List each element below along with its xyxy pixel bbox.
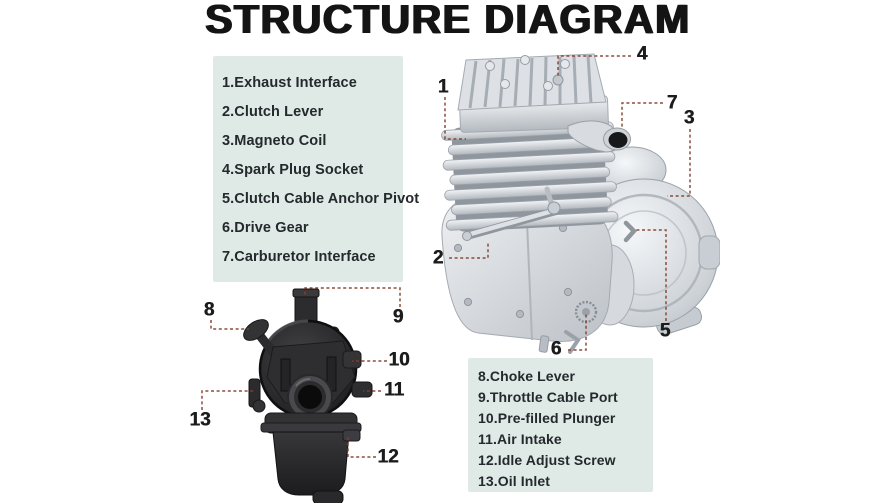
callout-number-13: 13 [189, 409, 211, 431]
legend-item-magneto-coil: 3.Magneto Coil [222, 133, 327, 149]
float-bowl [260, 412, 362, 503]
legend-item-carburetor-interface: 7.Carburetor Interface [222, 249, 376, 265]
legend-item-drive-gear: 6.Drive Gear [222, 220, 309, 236]
callout-number-12: 12 [377, 446, 399, 468]
callout-number-7: 7 [666, 92, 678, 114]
legend-item-idle-adjust-screw: 12.Idle Adjust Screw [478, 452, 616, 468]
callout-number-5: 5 [659, 320, 671, 342]
drive-gear [574, 300, 598, 324]
mid-block [266, 340, 356, 404]
spark-plug-socket [552, 74, 564, 86]
legend-item-clutch-cable-anchor-pivot: 5.Clutch Cable Anchor Pivot [222, 191, 420, 207]
callout-number-4: 4 [636, 43, 648, 65]
engine-parts-legend: 1.Exhaust Interface 2.Clutch Lever 3.Mag… [213, 56, 420, 282]
legend-item-spark-plug-socket: 4.Spark Plug Socket [222, 162, 364, 178]
callout-number-9: 9 [392, 306, 404, 328]
callout-number-6: 6 [550, 338, 562, 360]
callout-number-8: 8 [203, 299, 215, 321]
legend-item-choke-lever: 8.Choke Lever [478, 368, 576, 384]
legend-item-pre-filled-plunger: 10.Pre-filled Plunger [478, 410, 616, 426]
pre-filled-plunger [342, 350, 362, 369]
legend-item-clutch-lever: 2.Clutch Lever [222, 104, 324, 120]
carburetor-illustration [243, 288, 373, 503]
callout-number-10: 10 [388, 349, 410, 371]
carburetor-interface-port [567, 120, 631, 153]
idle-adjust-screw [342, 429, 361, 442]
page-title: STRUCTURE DIAGRAM [205, 0, 691, 42]
legend-item-oil-inlet: 13.Oil Inlet [478, 473, 550, 489]
port-opening [608, 132, 628, 148]
engine-illustration [441, 53, 720, 354]
air-intake-bore [287, 374, 333, 420]
legend-item-exhaust-interface: 1.Exhaust Interface [222, 75, 357, 91]
legend-item-throttle-cable-port: 9.Throttle Cable Port [478, 389, 618, 405]
callout-number-11: 11 [383, 379, 405, 401]
cylinder-fins [441, 120, 619, 232]
carburetor-parts-legend: 8.Choke Lever 9.Throttle Cable Port 10.P… [468, 358, 653, 492]
air-intake-flange [351, 381, 373, 398]
legend-item-air-intake: 11.Air Intake [478, 431, 562, 447]
callout-number-1: 1 [437, 76, 449, 98]
callout-number-3: 3 [683, 107, 695, 129]
clutch-lever-rod [462, 186, 561, 241]
callout-number-2: 2 [432, 247, 444, 269]
